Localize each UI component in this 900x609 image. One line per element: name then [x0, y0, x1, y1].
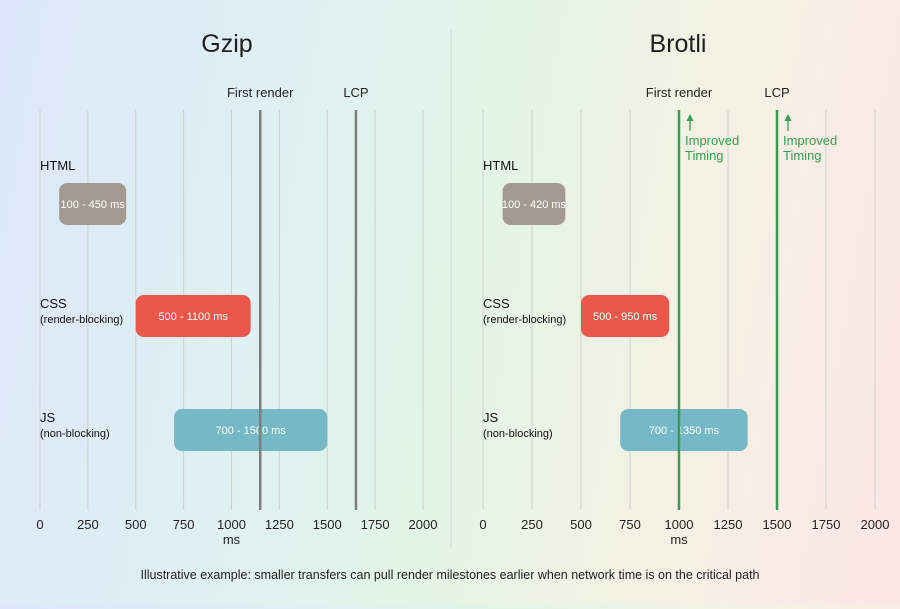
x-tick-label: 1250 — [714, 517, 743, 532]
improvement-note: Improved — [685, 133, 739, 148]
bar-label: 100 - 450 ms — [61, 199, 126, 211]
milestone-label: First render — [646, 85, 713, 100]
x-tick-label: 1500 — [763, 517, 792, 532]
x-axis-unit: ms — [223, 532, 241, 547]
milestone-label: LCP — [343, 85, 368, 100]
bar-label: 700 - 1500 ms — [215, 425, 286, 437]
footnote: Illustrative example: smaller transfers … — [140, 568, 760, 582]
timing-bar — [174, 409, 328, 451]
improvement-arrow-head — [784, 114, 792, 121]
x-tick-label: 1000 — [665, 517, 694, 532]
x-tick-label: 1000 — [217, 517, 246, 532]
milestone-label: First render — [227, 85, 294, 100]
row-label: CSS — [40, 296, 67, 311]
x-tick-label: 500 — [570, 517, 592, 532]
bar-label: 500 - 950 ms — [593, 311, 658, 323]
row-sublabel: (render-blocking) — [40, 314, 123, 326]
timing-bar — [581, 295, 670, 337]
improvement-note: Timing — [783, 148, 822, 163]
x-tick-label: 0 — [479, 517, 486, 532]
x-tick-label: 250 — [77, 517, 99, 532]
x-tick-label: 1750 — [361, 517, 390, 532]
timing-bar — [620, 409, 748, 451]
row-label: CSS — [483, 296, 510, 311]
improvement-note: Timing — [685, 148, 724, 163]
x-tick-label: 1250 — [265, 517, 294, 532]
x-tick-label: 500 — [125, 517, 147, 532]
row-label: HTML — [40, 158, 75, 173]
row-sublabel: (non-blocking) — [40, 428, 110, 440]
panel-title: Gzip — [201, 30, 252, 58]
bar-label: 500 - 1100 ms — [158, 311, 228, 323]
x-tick-label: 1500 — [313, 517, 342, 532]
improvement-arrow-head — [686, 114, 694, 121]
x-tick-label: 250 — [521, 517, 543, 532]
x-tick-label: 1750 — [812, 517, 841, 532]
timing-bar — [59, 183, 127, 225]
x-tick-label: 750 — [173, 517, 195, 532]
x-tick-label: 2000 — [409, 517, 438, 532]
timing-bar — [502, 183, 566, 225]
bar-label: 100 - 420 ms — [502, 199, 567, 211]
row-sublabel: (render-blocking) — [483, 314, 566, 326]
improvement-note: Improved — [783, 133, 837, 148]
row-label: HTML — [483, 158, 518, 173]
x-tick-label: 2000 — [861, 517, 890, 532]
x-axis-unit: ms — [670, 532, 688, 547]
row-label: JS — [483, 410, 499, 425]
row-label: JS — [40, 410, 56, 425]
x-tick-label: 0 — [36, 517, 43, 532]
milestone-label: LCP — [764, 85, 789, 100]
timing-bar — [135, 295, 251, 337]
row-sublabel: (non-blocking) — [483, 428, 553, 440]
x-tick-label: 750 — [619, 517, 641, 532]
panel-title: Brotli — [650, 30, 707, 58]
bar-label: 700 - 1350 ms — [649, 425, 720, 437]
